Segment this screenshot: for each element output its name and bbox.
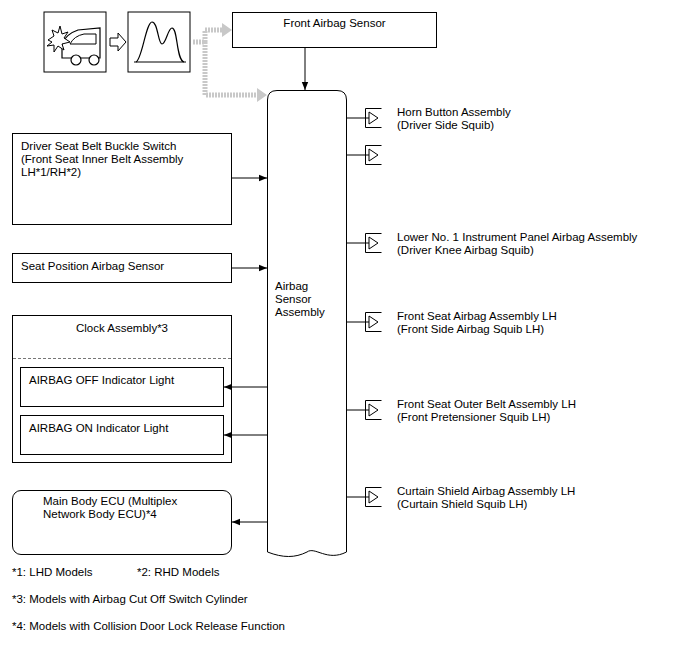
crash-icon [44, 12, 106, 72]
sensor-box: Seat Position Airbag Sensor [12, 253, 232, 283]
signal-arrow [232, 522, 267, 523]
node-label: Curtain Shield Airbag Assembly LH [365, 485, 680, 498]
node-label: Lower No. 1 Instrument Panel Airbag Asse… [365, 231, 680, 244]
indicator-box: AIRBAG ON Indicator Light [20, 415, 224, 455]
node-label: Seat Position Airbag Sensor [13, 254, 231, 279]
node-label: (Front Pretensioner Squib LH) [365, 411, 680, 424]
ecu-box: Main Body ECU (Multiplex Network Body EC… [12, 490, 232, 555]
footnote: *4: Models with Collision Door Lock Rele… [12, 620, 285, 633]
squib-component: Lower No. 1 Instrument Panel Airbag Asse… [365, 231, 680, 261]
signal-arrow [224, 387, 267, 388]
crash-burst [47, 26, 70, 52]
wire [347, 322, 365, 323]
signal-arrow [305, 48, 306, 90]
node-label: Horn Button Assembly [365, 106, 680, 119]
wire [347, 118, 365, 119]
footnote: *1: LHD Models [12, 566, 93, 579]
signal-arrowhead [257, 88, 267, 102]
car-wheel [89, 55, 99, 65]
dashed-divider [13, 358, 231, 359]
node-label: Front Airbag Sensor [233, 13, 436, 30]
indicator-box: AIRBAG OFF Indicator Light [20, 367, 224, 407]
graph-axis [134, 62, 186, 63]
node-label: (Driver Knee Airbag Squib) [365, 244, 680, 257]
sensor-box: Front Airbag Sensor [232, 12, 437, 48]
node-label: Front Seat Airbag Assembly LH [365, 310, 680, 323]
deceleration-graph [128, 12, 190, 72]
squib-symbol [365, 399, 383, 421]
wire [347, 243, 365, 244]
node-label: AIRBAG ON Indicator Light [21, 416, 223, 441]
squib-component: Front Seat Outer Belt Assembly LH(Front … [365, 398, 680, 428]
flow-arrow [110, 33, 126, 51]
graph-curve [136, 22, 184, 62]
squib-symbol [365, 486, 383, 508]
squib-component: Curtain Shield Airbag Assembly LH(Curtai… [365, 485, 680, 515]
wire [347, 155, 365, 156]
node-label: (Curtain Shield Squib LH) [365, 498, 680, 511]
node-label: Main Body ECU (Multiplex Network Body EC… [13, 491, 201, 525]
wire [347, 497, 365, 498]
squib-component: Front Seat Airbag Assembly LH(Front Side… [365, 310, 680, 340]
node-label: Driver Seat Belt Buckle Switch (Front Se… [13, 134, 209, 185]
signal-arrow [232, 268, 267, 269]
node-label: Front Seat Outer Belt Assembly LH [365, 398, 680, 411]
ecu-assembly: Airbag Sensor Assembly [267, 90, 347, 560]
signal-arrow [224, 435, 267, 436]
node-label: (Front Side Airbag Squib LH) [365, 323, 680, 336]
switch-box: Driver Seat Belt Buckle Switch (Front Se… [12, 133, 232, 225]
squib-symbol [365, 107, 383, 129]
squib-symbol [365, 144, 383, 166]
squib-component: Horn Button Assembly(Driver Side Squib) [365, 106, 680, 168]
node-label: (Driver Side Squib) [365, 119, 680, 132]
footnote: *3: Models with Airbag Cut Off Switch Cy… [12, 593, 248, 606]
node-label: Airbag Sensor Assembly [267, 90, 347, 319]
signal-arrowhead [222, 23, 232, 37]
car-wheel [71, 55, 81, 65]
car-window [70, 34, 96, 44]
squib-symbol [365, 232, 383, 254]
node-label: AIRBAG OFF Indicator Light [21, 368, 223, 393]
node-label: Clock Assembly*3 [13, 316, 231, 335]
signal-arrow [232, 178, 267, 179]
footnote: *2: RHD Models [137, 566, 219, 579]
squib-symbol [365, 311, 383, 333]
signal-arrow [205, 42, 259, 95]
wire [347, 410, 365, 411]
assembly-outline [267, 90, 347, 560]
signal-arrow [193, 30, 224, 42]
clock-assembly: AIRBAG OFF Indicator LightAIRBAG ON Indi… [12, 315, 232, 463]
